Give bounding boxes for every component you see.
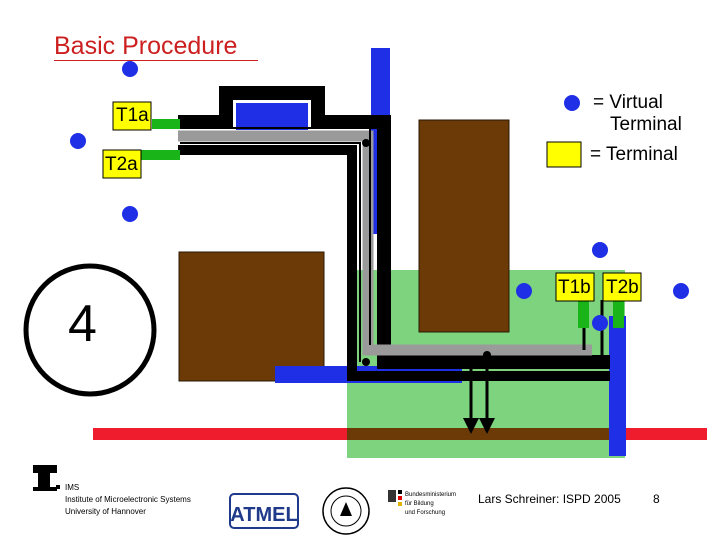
obstacle-block-right (418, 119, 510, 333)
legend-virtual-terminal-label-line2: Terminal (610, 114, 682, 135)
virtual-terminal-dot (516, 283, 532, 299)
wire-thin-1 (180, 127, 371, 345)
junction-dot (580, 358, 588, 366)
svg-text:ATMEL: ATMEL (230, 504, 297, 526)
ministry-logo-line2: für Bildung (405, 501, 434, 507)
terminal-label-t2a: T2a (105, 154, 138, 175)
obstacle-block-left (178, 251, 325, 382)
ims-logo-mark (33, 465, 60, 491)
virtual-terminal-dot (592, 315, 608, 331)
wire-thin-2 (180, 142, 361, 362)
virtual-terminal-dot (70, 133, 86, 149)
terminal-box-t2b (602, 272, 642, 302)
ministry-logo-line1: Bundesministerium (405, 492, 457, 498)
terminal-stub-t1a (152, 119, 180, 129)
terminal-stub-t1b (578, 300, 589, 328)
wire-inner (178, 145, 610, 381)
red-line-left (93, 428, 347, 440)
legend-virtual-terminal-label: = Virtual (593, 92, 663, 113)
wire-gray (178, 130, 592, 356)
step-circle (23, 263, 157, 397)
step-number: 4 (68, 295, 97, 353)
atmel-logo: ATMEL (229, 493, 299, 529)
virtual-terminal-dot (592, 242, 608, 258)
arrow-head-left (463, 418, 479, 434)
wire-outer (178, 86, 610, 369)
red-line-right (625, 428, 707, 440)
legend-terminal-label: = Terminal (590, 144, 678, 165)
terminal-stub-t2a (140, 150, 180, 160)
ministry-logo-line3: und Forschung (405, 510, 446, 516)
ministry-logo-mark (388, 490, 402, 506)
virtual-terminal-dot (673, 283, 689, 299)
terminal-box-t1a (112, 101, 152, 131)
blue-top-block (236, 103, 308, 130)
ims-logo-line1: IMS (65, 483, 80, 492)
legend-terminal-swatch (546, 141, 582, 168)
terminal-stub-t2b (613, 300, 624, 328)
ims-logo-line3: University of Hannover (65, 507, 146, 516)
junction-dot (362, 139, 370, 147)
terminal-label-t2b: T2b (606, 277, 639, 298)
ims-logo-line2: Institute of Microelectronic Systems (65, 495, 191, 504)
university-seal (322, 487, 370, 535)
terminal-box-t2a (102, 149, 142, 179)
slide-title: Basic Procedure (54, 32, 238, 60)
title-underline (54, 60, 258, 61)
terminal-label-t1b: T1b (558, 277, 591, 298)
virtual-terminal-dot (122, 206, 138, 222)
virtual-terminal-dot (122, 61, 138, 77)
brown-strip (347, 428, 625, 440)
terminal-label-t1a: T1a (116, 105, 149, 126)
arrow-head-right (479, 418, 495, 434)
blue-vertical-right (609, 316, 626, 456)
terminal-box-t1b (555, 272, 595, 302)
page-number: 8 (653, 492, 660, 506)
legend-virtual-terminal-dot (564, 95, 580, 111)
junction-dot (362, 358, 370, 366)
junction-dot (598, 358, 606, 366)
footer-author: Lars Schreiner: ISPD 2005 (478, 492, 621, 506)
